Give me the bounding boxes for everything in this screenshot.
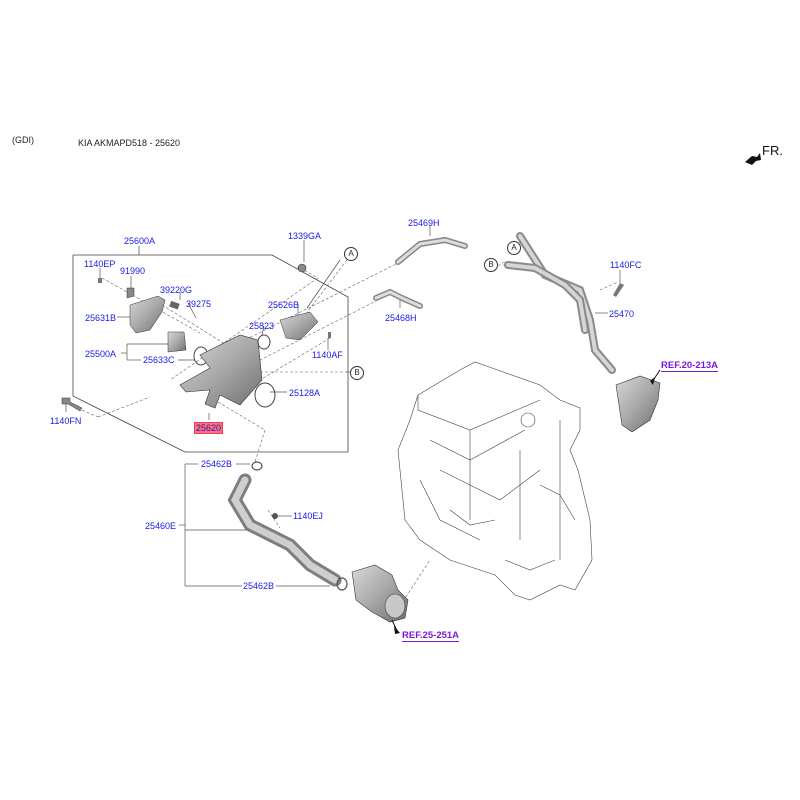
bracket-91990-icon — [126, 287, 135, 299]
callout-a-pipe[interactable]: A — [507, 241, 521, 255]
engine-block-icon — [397, 361, 593, 601]
clamp-25462b-top-icon — [251, 461, 263, 471]
nut-1339ga-icon — [297, 263, 307, 273]
part-label-25500a[interactable]: 25500A — [85, 349, 117, 359]
fitting-25626b-icon — [279, 311, 319, 341]
catalog-title: KIA AKMAPD518 - 25620 — [78, 138, 181, 148]
part-label-91990[interactable]: 91990 — [120, 266, 146, 276]
part-label-25462b-top[interactable]: 25462B — [201, 459, 233, 469]
assembly-boundary — [72, 254, 349, 453]
engine-type-label: (GDI) — [12, 135, 34, 145]
ref-link-water-pump[interactable]: REF.25-251A — [402, 630, 460, 642]
part-label-1140fc[interactable]: 1140FC — [610, 260, 642, 270]
callout-b-pipe[interactable]: B — [484, 258, 498, 272]
part-label-25128a[interactable]: 25128A — [289, 388, 321, 398]
part-label-1140af[interactable]: 1140AF — [312, 350, 343, 360]
front-arrow-icon — [745, 153, 761, 165]
clamp-25462b-bottom-icon — [336, 577, 348, 591]
thermostat-housing-25620-icon — [179, 334, 263, 409]
part-label-1140ep[interactable]: 1140EP — [84, 259, 116, 269]
part-label-25626b[interactable]: 25626B — [268, 300, 300, 310]
part-label-25823[interactable]: 25823 — [249, 321, 275, 331]
part-label-25633c[interactable]: 25633C — [143, 355, 175, 365]
ref-link-oil-filter[interactable]: REF.20-213A — [661, 360, 719, 372]
part-label-39220g[interactable]: 39220G — [160, 285, 193, 295]
housing-25631b-icon — [129, 295, 166, 334]
part-label-25462b-bottom[interactable]: 25462B — [243, 581, 275, 591]
part-label-25468h[interactable]: 25468H — [385, 313, 417, 323]
part-label-25460e[interactable]: 25460E — [145, 521, 177, 531]
part-label-1140ej[interactable]: 1140EJ — [293, 511, 323, 521]
hose-25460e-icon — [227, 473, 342, 587]
callout-b-assembly[interactable]: B — [350, 366, 364, 380]
part-label-25469h[interactable]: 25469H — [408, 218, 440, 228]
oil-filter-module-icon — [615, 375, 661, 433]
part-label-25620-highlighted[interactable]: 25620 — [194, 422, 224, 434]
part-label-25470[interactable]: 25470 — [609, 309, 635, 319]
callout-a-assembly[interactable]: A — [344, 247, 358, 261]
bolt-1140fn-icon — [61, 397, 83, 412]
part-label-1140fn[interactable]: 1140FN — [50, 416, 82, 426]
part-label-25631b[interactable]: 25631B — [85, 313, 117, 323]
front-direction-label: FR. — [762, 143, 783, 158]
part-label-39275[interactable]: 39275 — [186, 299, 212, 309]
part-label-25600a[interactable]: 25600A — [124, 236, 156, 246]
thermostat-25500a-icon — [167, 331, 187, 353]
part-label-1339ga[interactable]: 1339GA — [288, 231, 322, 241]
